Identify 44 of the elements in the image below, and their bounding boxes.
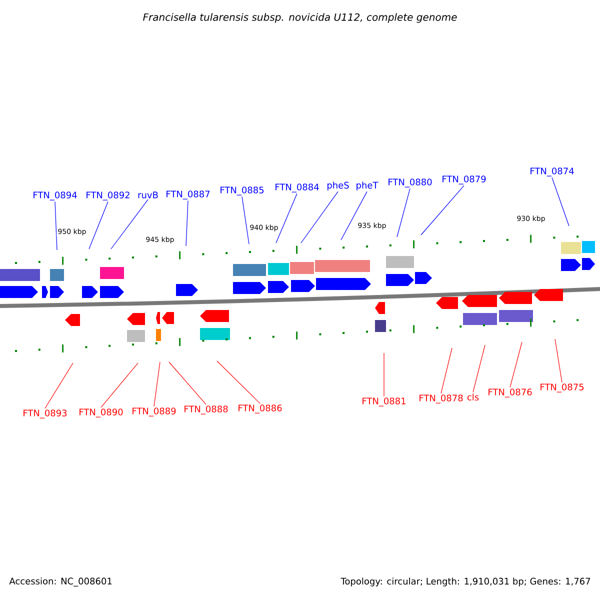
leader-line (420, 185, 464, 236)
leader-line (54, 201, 58, 250)
gene-label: FTN_0889 (132, 408, 176, 416)
leader-line (510, 342, 522, 388)
leader-line (154, 362, 160, 407)
leader-line (554, 338, 562, 383)
gene-label: FTN_0880 (388, 178, 432, 188)
title: Francisella tularensis subsp. novicida U112, complete genome (143, 13, 457, 23)
leader-line (396, 188, 410, 238)
leader-line (300, 191, 338, 244)
gene-label: FTN_0874 (530, 168, 574, 176)
gene-label: FTN_0879 (442, 176, 486, 184)
leader-line (168, 362, 206, 405)
gene-label: FTN_0892 (86, 192, 130, 200)
leader-line (186, 200, 188, 246)
gene-label: FTN_0875 (540, 384, 584, 392)
footer-text: Topology: circular; Length: 1,910,031 bp; Genes: 1,767 (340, 578, 590, 586)
leader-line (276, 193, 298, 244)
gene-label: FTN_0878 (420, 394, 463, 404)
gene-label: pheS (327, 182, 349, 190)
gene-label: FTN_0893 (24, 410, 67, 418)
gene-label: FTN_0885 (220, 186, 264, 196)
gene-label: ruvB (138, 192, 158, 198)
gene-label: cls (467, 394, 479, 400)
gene-label: FTN_0884 (276, 184, 319, 192)
leader-line (440, 348, 452, 394)
leader-line (552, 177, 570, 226)
leader-line (100, 362, 138, 408)
gene-label: FTN_0886 (238, 404, 282, 414)
gene-label: pheT (356, 182, 378, 190)
gene-label: FTN_0888 (184, 406, 228, 414)
gene-label: FTN_0881 (362, 398, 406, 406)
leader-line (110, 199, 148, 250)
gene-label: FTN_0890 (80, 408, 123, 418)
leader-line (340, 191, 368, 240)
leader-line (472, 344, 486, 393)
gene-label: FTN_0894 (34, 192, 77, 200)
footer-text: Accession: NC_008601 (9, 578, 112, 586)
leader-line (216, 360, 260, 404)
leader-line (44, 362, 74, 409)
leader-line (88, 201, 108, 250)
leader-line (242, 196, 250, 244)
gene-label: FTN_0876 (488, 388, 532, 398)
gene-label: FTN_0887 (166, 190, 210, 200)
